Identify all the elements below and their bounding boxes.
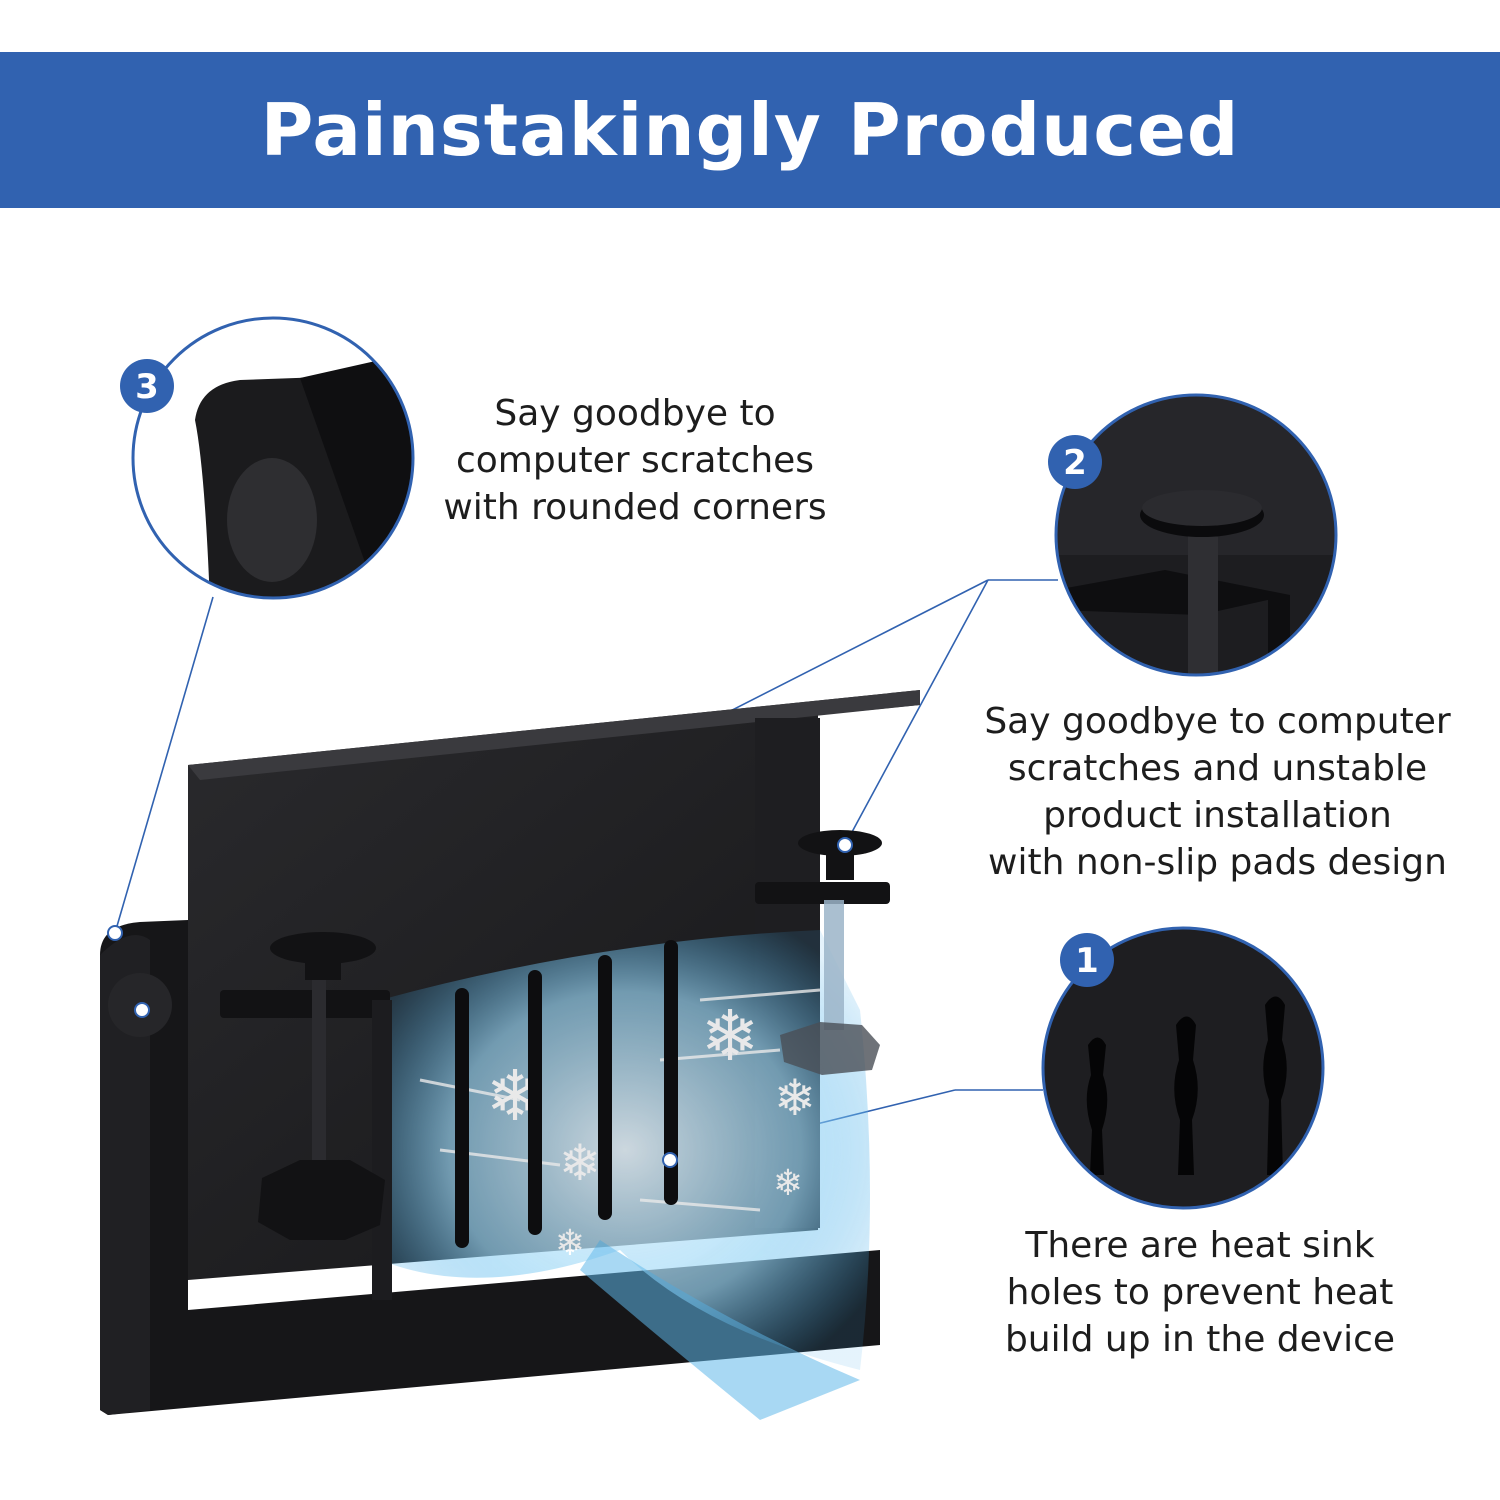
heat-sink-holes [455, 940, 678, 1248]
snowflake-icon: ❄ [555, 1223, 585, 1264]
page-title: Painstakingly Produced [260, 88, 1240, 172]
callout-text-non-slip-pads: Say goodbye to computer scratches and un… [984, 701, 1451, 883]
badge-1: 1 [1060, 933, 1114, 987]
callout-text-rounded-corners: Say goodbye to computer scratches with r… [443, 393, 827, 528]
snowflake-icon: ❄ [773, 1163, 803, 1204]
detail-circle-border [131, 316, 415, 600]
badge-number: 3 [135, 367, 159, 407]
badge-number: 2 [1063, 443, 1087, 483]
snowflake-icon: ❄ [559, 1134, 601, 1192]
badge-3: 3 [120, 359, 174, 413]
callout-text-heat-sink: There are heat sink holes to prevent hea… [1004, 1225, 1396, 1360]
detail-circle-border [1054, 393, 1338, 677]
left-clamp [220, 932, 392, 1300]
snowflake-icon: ❄ [701, 995, 760, 1077]
leader-dots [107, 837, 853, 1168]
detail-circle-border [1041, 926, 1325, 1210]
badge-2: 2 [1048, 435, 1102, 489]
right-clamp [755, 830, 890, 1075]
badge-number: 1 [1075, 941, 1099, 981]
airflow-effect: ❄ ❄ ❄ ❄ ❄ ❄ [380, 930, 870, 1420]
snowflake-icon: ❄ [774, 1069, 816, 1127]
header-banner: Painstakingly Produced [0, 52, 1500, 208]
